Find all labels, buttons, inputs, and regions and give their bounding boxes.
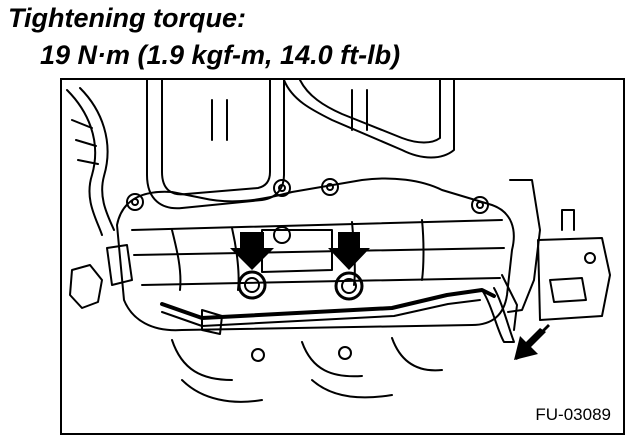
left-bracket [69,264,103,309]
torque-title: Tightening torque: [8,3,246,33]
bolt-left [237,270,267,300]
arrow-right [328,232,370,270]
torque-spec: 19 N·m (1.9 kgf-m, 14.0 ft-lb) [40,40,401,70]
arrow-left [230,232,274,270]
hose-left [66,89,103,236]
engine-diagram: FU-03089 [60,78,625,435]
right-component [507,179,541,313]
fuel-pipe [160,288,496,320]
manifold-body [116,177,515,332]
bolt-right [334,271,364,301]
intake-manifold-drawing [66,80,611,403]
runner-right [283,80,455,159]
figure-id: FU-03089 [533,405,613,425]
runner-left [146,80,285,210]
